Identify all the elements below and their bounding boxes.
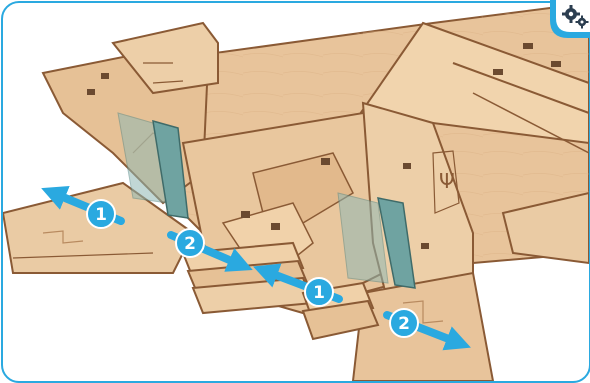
step-badge-1a: 1 bbox=[95, 205, 107, 225]
step-badge-2b: 2 bbox=[398, 314, 410, 334]
step-badge-2a: 2 bbox=[184, 234, 196, 254]
model-illustration: Ψ bbox=[3, 3, 589, 381]
connector-pin-right bbox=[338, 193, 415, 288]
settings-button[interactable] bbox=[546, 0, 590, 38]
trident-emblem: Ψ bbox=[439, 169, 455, 193]
step-badge-1b: 1 bbox=[313, 283, 325, 303]
